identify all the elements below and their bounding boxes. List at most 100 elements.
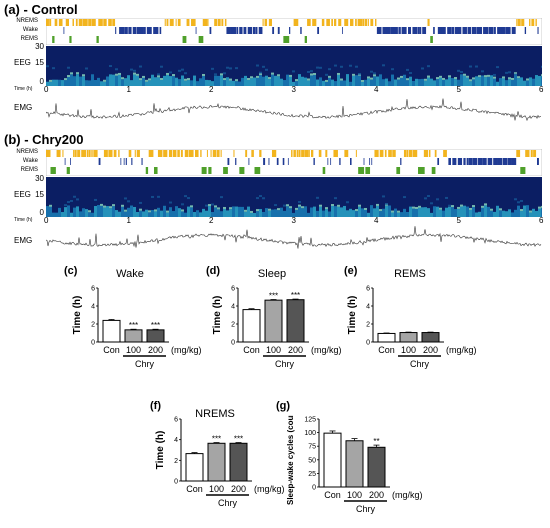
spectrogram-column [523,80,526,86]
nrems-epoch [262,19,264,26]
spectrogram-column [487,76,490,86]
rems-row-label: REMS [20,36,38,42]
spectrogram-column [286,206,289,217]
spectrogram-column [181,211,184,217]
nrems-epoch [384,150,387,157]
panel-b-title: (b) - Chry200 [4,132,84,147]
nrems-epoch [177,150,180,157]
spectrogram-peak [88,210,91,213]
nrems-epoch [164,19,166,26]
hypnogram-a [46,18,542,45]
spectrogram-peak [442,77,445,80]
wake-epoch [230,27,234,34]
spectrogram-band [505,71,508,74]
spectrogram-band [94,198,97,201]
nrems-epoch [529,19,531,26]
spectrogram-column [349,81,352,86]
spectrogram-column [286,74,289,86]
spectrogram-band [520,199,523,202]
significance-marker: ** [373,437,379,446]
spectrogram-column [520,211,523,217]
wake-epoch [398,27,401,34]
bar-Con [242,309,261,343]
spectrogram-column [307,212,310,217]
spectrogram-band [211,67,214,70]
wake-epoch [524,27,527,34]
spectrogram-column [334,206,337,217]
spectrogram-band [427,65,430,68]
spectrogram-band [262,197,265,200]
spectrogram-peak [190,205,193,208]
nrems-epoch [304,150,309,157]
spectrogram-column [184,80,187,86]
spectrogram-peak [406,78,409,81]
spectrogram-column [106,206,109,217]
spectrogram-column [202,208,205,217]
spectrogram-column [400,212,403,217]
spectrogram-column [220,75,223,86]
wake-epoch [248,158,250,165]
y-tick-label: 4 [91,304,95,311]
bar-Con [323,432,342,488]
nrems-row-label: NREMS [16,18,38,24]
panel-c-title: Wake [116,268,144,280]
spectrogram-column [352,210,355,217]
spectrogram-band [169,201,172,204]
wake-epoch [227,158,230,165]
spectrogram-column [151,74,154,86]
spectrogram-column [115,75,118,86]
nrems-epoch [172,150,177,157]
spectrogram-band [469,65,472,68]
nrems-epoch [428,150,431,157]
spectrogram-peak [217,207,220,210]
spectrogram-column [454,209,457,217]
spectrogram-column [448,77,451,86]
wake-epoch [437,27,442,34]
spectrogram-column [424,80,427,86]
spectrogram-peak [460,204,463,207]
spectrogram-column [526,205,529,217]
nrems-epoch [113,150,117,157]
spectrogram-column [160,210,163,217]
nrems-epoch [331,19,333,26]
spectrogram-column [58,79,61,86]
spectrogram-peak [487,74,490,77]
spectrogram-column [511,212,514,217]
panel-d-title: Sleep [257,268,287,280]
wake-epoch [476,27,483,34]
spectrogram-column [88,212,91,217]
wake-epoch [153,27,159,34]
spectrogram-column [103,207,106,217]
spectrogram-column [169,207,172,217]
rems-epoch [358,167,365,174]
spectrogram-peak [223,206,226,209]
panel-d-label: (d) [206,265,221,277]
spectrogram-column [328,211,331,217]
spectrogram-band [319,66,322,69]
spectrogram-column [481,75,484,86]
spectrogram-peak [337,204,340,207]
eeg-spectrogram-a [46,46,542,86]
spectrogram-band [382,64,385,67]
nrems-epoch [206,150,208,157]
nrems-epoch [210,150,212,157]
spectrogram-peak [478,75,481,78]
spectrogram-peak [109,206,112,209]
spectrogram-band [211,203,214,206]
bar-100 [124,329,143,343]
spectrogram-column [484,77,487,86]
category-label: 200 [288,345,303,355]
spectrogram-peak [235,79,238,82]
spectrogram-peak [517,76,520,79]
spectrogram-column [88,80,91,86]
rems-epoch [66,167,70,174]
spectrogram-peak [361,79,364,82]
wake-epoch [258,27,261,34]
spectrogram-column [433,206,436,217]
nrems-epoch [259,150,262,157]
nrems-epoch [321,19,325,26]
spectrogram-column [316,210,319,217]
category-label: Con [324,490,341,500]
spectrogram-column [298,74,301,86]
spectrogram-band [85,67,88,70]
